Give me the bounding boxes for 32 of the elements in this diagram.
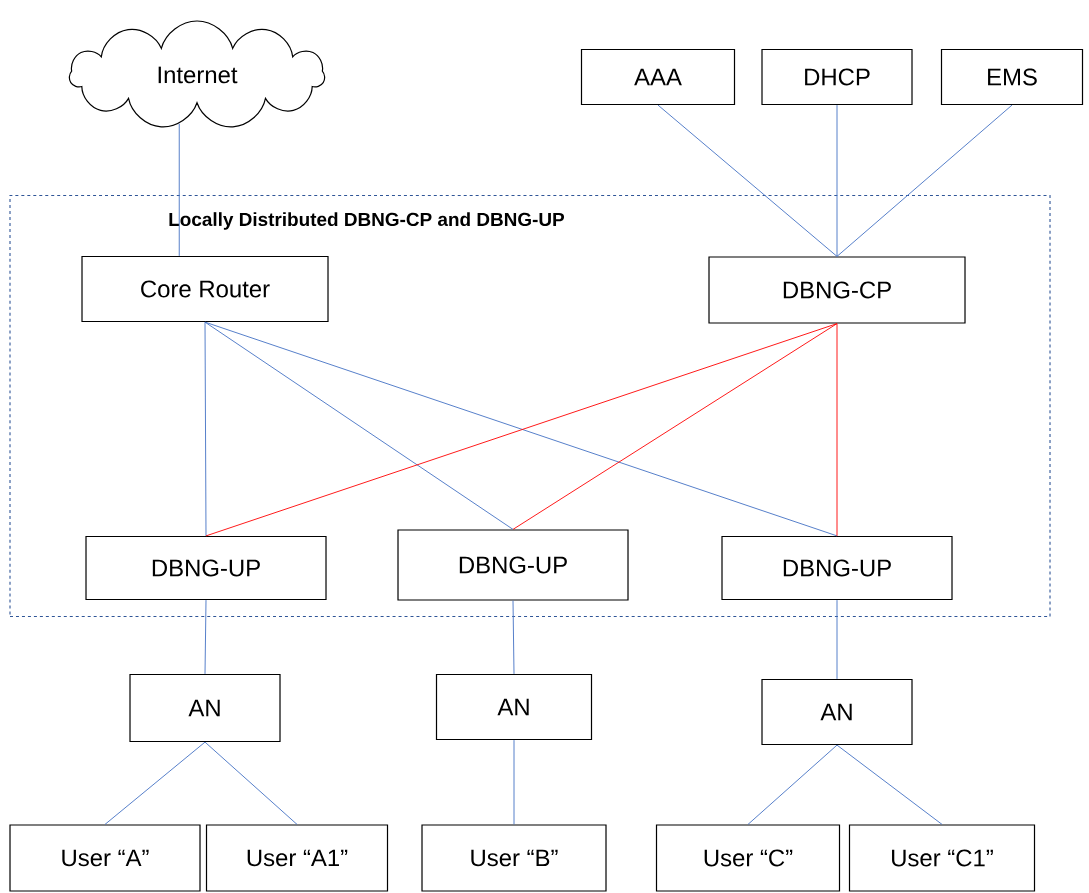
- network-box: AN: [761, 678, 913, 746]
- connector-line: [836, 599, 838, 680]
- connector-line: [512, 600, 515, 675]
- connector-line: [512, 323, 838, 530]
- user-box: User “B”: [421, 824, 607, 892]
- connector-line: [836, 104, 838, 257]
- network-box: DHCP: [761, 48, 913, 106]
- connector-line: [836, 104, 1013, 257]
- connector-line: [747, 744, 838, 825]
- network-box: DBNG-UP: [721, 535, 953, 601]
- user-box: User “C1”: [848, 824, 1036, 892]
- connector-line: [204, 599, 207, 675]
- network-box: AN: [435, 673, 593, 741]
- network-box: EMS: [940, 48, 1084, 106]
- connector-line: [178, 123, 180, 257]
- network-box: DBNG-UP: [397, 529, 629, 601]
- connector-line: [204, 321, 514, 530]
- network-box: Core Router: [81, 255, 329, 323]
- network-box: DBNG-CP: [708, 256, 966, 324]
- network-box: DBNG-UP: [85, 535, 327, 601]
- network-box: AAA: [580, 48, 736, 106]
- user-box: User “C”: [655, 824, 841, 892]
- network-box: AN: [129, 673, 281, 743]
- connector-line: [513, 739, 515, 825]
- user-box: User “A1”: [205, 824, 389, 892]
- connector-line: [836, 323, 838, 537]
- connector-line: [657, 104, 838, 257]
- connector-line: [204, 321, 207, 537]
- connector-line: [836, 744, 943, 825]
- user-box: User “A”: [9, 824, 201, 892]
- connector-line: [104, 741, 206, 825]
- connector-line: [204, 741, 298, 825]
